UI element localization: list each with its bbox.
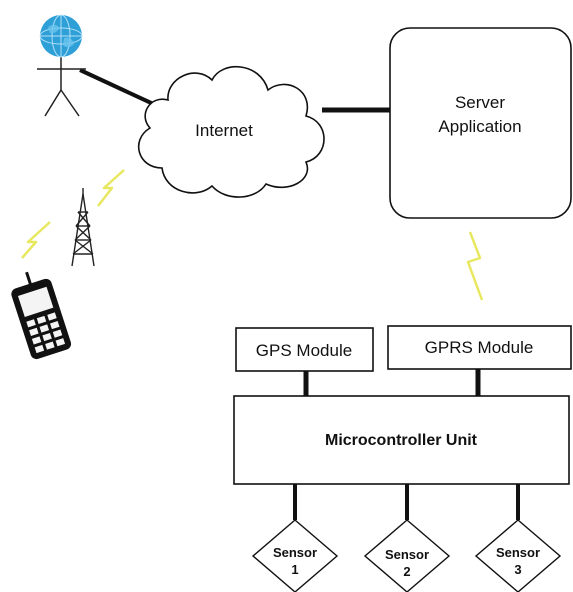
sensor-1-label: Sensor (273, 545, 317, 560)
server-application-box (389, 27, 572, 219)
user-globe-icon (37, 14, 86, 117)
sensor-2-number: 2 (403, 564, 410, 579)
connectors (79, 68, 520, 520)
server-application-label-line1: Server (455, 93, 505, 112)
wireless-signal-icon (21, 169, 484, 301)
internet-cloud (138, 66, 325, 198)
sensor-2-label: Sensor (385, 547, 429, 562)
sensor-3-number: 3 (514, 562, 521, 577)
sensor-1: Sensor 1 (251, 519, 339, 592)
user-internet-link (79, 68, 163, 110)
gprs-module-box (387, 325, 572, 370)
microcontroller-unit-label: Microcontroller Unit (325, 432, 478, 449)
lightning-bolt-server (466, 231, 484, 301)
sensor-1-number: 1 (291, 562, 298, 577)
sensor-2: Sensor 2 (363, 519, 451, 592)
gps-module-label: GPS Module (256, 341, 352, 360)
gps-module-box (235, 327, 374, 372)
cell-tower-icon (71, 188, 95, 267)
sensor-3: Sensor 3 (474, 519, 562, 592)
server-application-label-line2: Application (438, 117, 521, 136)
sensor-3-label: Sensor (496, 545, 540, 560)
mobile-phone-icon (11, 271, 72, 360)
internet-label: Internet (195, 121, 253, 140)
lightning-bolt-upper (97, 169, 125, 207)
microcontroller-unit-box (233, 395, 570, 485)
gprs-module-label: GPRS Module (425, 338, 534, 357)
lightning-bolt-lower (21, 221, 51, 259)
